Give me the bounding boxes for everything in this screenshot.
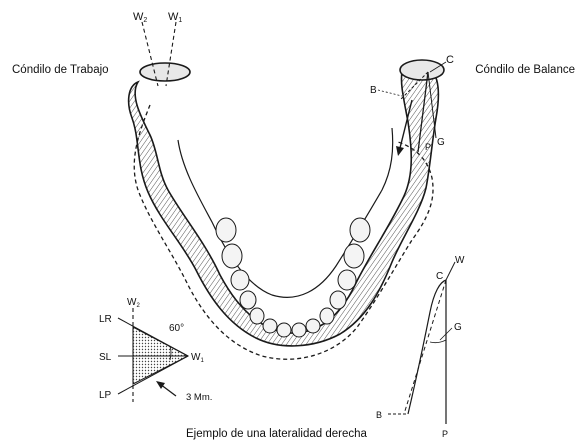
tooth <box>330 291 346 309</box>
cb-dashed-line <box>404 280 446 414</box>
balance-arrow-head <box>396 146 404 156</box>
tooth <box>344 244 364 268</box>
inset2-p: P <box>442 429 448 439</box>
balance-inset: C W G B P <box>376 255 465 439</box>
tooth <box>338 270 356 290</box>
inset-sl: SL <box>99 352 112 363</box>
working-condyle <box>140 63 190 81</box>
tooth <box>263 319 277 333</box>
distance-arrow-head <box>156 381 165 389</box>
g-angle-arc <box>430 340 446 343</box>
tooth <box>320 308 334 324</box>
tooth <box>292 323 306 337</box>
marker-w2: W2 <box>133 11 147 24</box>
inset-w2: W2 <box>127 297 140 309</box>
inset2-w: W <box>455 255 465 266</box>
marker-w1: W1 <box>168 11 182 24</box>
inset-distance: 3 Mm. <box>186 392 212 403</box>
tooth <box>250 308 264 324</box>
tooth <box>277 323 291 337</box>
inset2-g: G <box>454 322 462 333</box>
cw-line <box>446 262 455 280</box>
marker-b: B <box>370 85 377 96</box>
marker-p: P <box>425 142 431 152</box>
inset-lp: LP <box>99 390 112 401</box>
curve-cb <box>408 280 446 414</box>
marker-c: C <box>446 54 454 66</box>
tooth <box>222 244 242 268</box>
inset-w1: W1 <box>191 352 204 364</box>
b-leader <box>378 90 402 96</box>
triangle-inset: W2 LR SL LP W1 60° 3 Mm. <box>99 297 212 403</box>
tooth <box>216 218 236 242</box>
tooth <box>350 218 370 242</box>
inset2-b: B <box>376 410 382 420</box>
tooth <box>306 319 320 333</box>
tooth <box>231 270 249 290</box>
balancing-condyle <box>400 60 444 80</box>
marker-g: G <box>437 137 445 148</box>
tooth <box>240 291 256 309</box>
inset-angle: 60° <box>169 323 184 334</box>
inset2-c: C <box>436 271 443 282</box>
mandible-body <box>129 68 439 346</box>
inset-lr: LR <box>99 314 112 325</box>
